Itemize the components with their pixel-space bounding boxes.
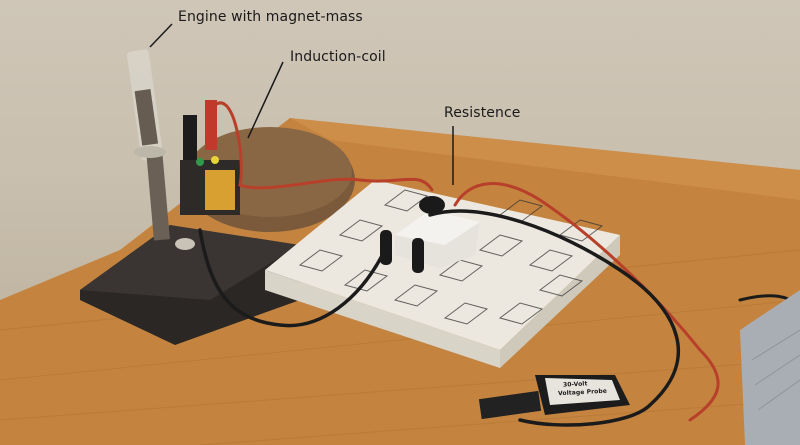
laptop-corner (740, 290, 800, 445)
label-induction-coil: Induction-coil (290, 49, 386, 65)
label-engine: Engine with magnet-mass (178, 9, 363, 25)
voltage-probe (478, 375, 630, 420)
engine-syringe (126, 49, 195, 250)
leader-engine (149, 23, 173, 48)
red-cable (213, 101, 434, 192)
leader-coil (247, 61, 284, 139)
black-cable-2 (428, 209, 680, 427)
induction-coil (180, 100, 240, 215)
black-cable (198, 228, 387, 328)
label-resistance: Resistence (444, 105, 521, 121)
red-cable-2 (453, 182, 720, 422)
resistor-module (380, 196, 480, 273)
